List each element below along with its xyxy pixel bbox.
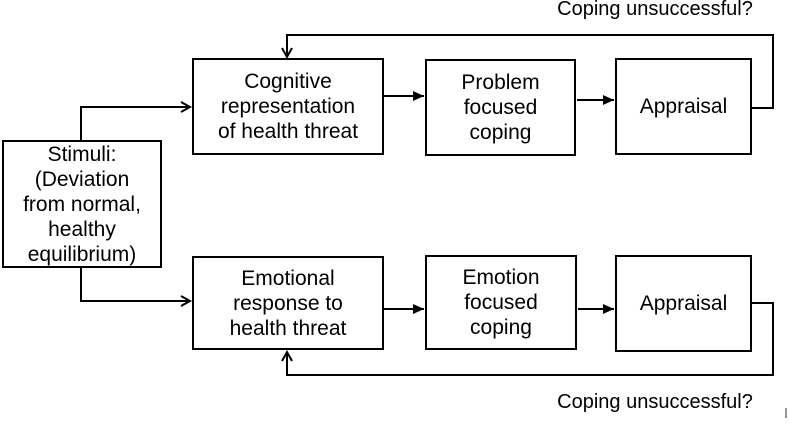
node-stimuli: Stimuli: (Deviation from normal, healthy…: [2, 140, 162, 268]
node-problem-focused-coping: Problem focused coping: [425, 59, 576, 156]
feedback-label-top: Coping unsuccessful?: [557, 0, 753, 20]
node-appraisal-bottom: Appraisal: [615, 255, 752, 352]
edge-stimuli-to-emotional: [80, 267, 193, 307]
node-problem-focused-coping-label: Problem focused coping: [461, 71, 540, 144]
node-appraisal-top: Appraisal: [615, 58, 752, 155]
node-cognitive-representation-label: Cognitive representation of health threa…: [217, 70, 359, 143]
edge-appraisal-bottom-feedback-loop: [281, 302, 774, 376]
node-emotional-response-label: Emotional response to health threat: [229, 266, 347, 340]
feedback-label-bottom: Coping unsuccessful?: [557, 391, 753, 413]
node-emotion-focused-coping-label: Emotion focused coping: [462, 266, 540, 339]
edge-stimuli-to-cognitive: [80, 101, 193, 140]
node-stimuli-label: Stimuli: (Deviation from normal, healthy…: [23, 142, 141, 266]
node-cognitive-representation: Cognitive representation of health threa…: [192, 58, 384, 155]
edge-appraisal-top-feedback-loop: [281, 34, 774, 109]
node-emotion-focused-coping: Emotion focused coping: [425, 255, 577, 350]
node-appraisal-top-label: Appraisal: [639, 95, 728, 118]
corner-tick-mark: [785, 408, 787, 418]
node-emotional-response: Emotional response to health threat: [192, 256, 384, 350]
node-appraisal-bottom-label: Appraisal: [639, 292, 728, 315]
